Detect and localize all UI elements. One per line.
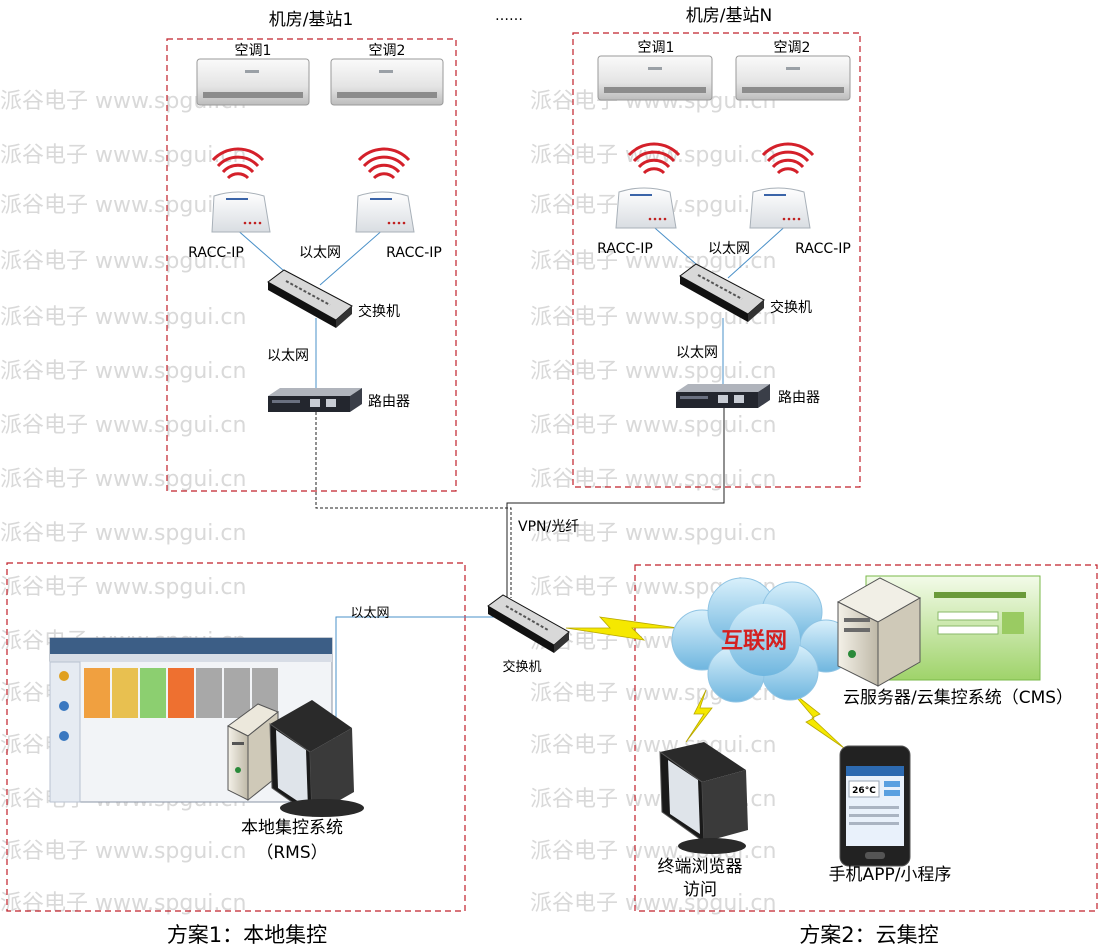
siteN-ac2-label: 空调2 xyxy=(774,40,811,56)
site1-switch-icon xyxy=(267,269,353,328)
watermark-text: 派谷电子 www.spgui.cn xyxy=(0,839,246,864)
watermark-text: 派谷电子 www.spgui.cn xyxy=(530,733,776,758)
siteN-wifi-icon-left xyxy=(627,142,681,175)
cloud-scheme-boundary xyxy=(634,564,1098,912)
mobile-phone-icon xyxy=(839,745,911,867)
watermark-text: 派谷电子 www.spgui.cn xyxy=(530,249,776,274)
internet-label: 互联网 xyxy=(721,629,787,654)
site1-ac1-unit xyxy=(196,58,310,106)
central-switch-icon xyxy=(487,594,570,653)
watermark-text: 派谷电子 www.spgui.cn xyxy=(0,143,246,168)
browser-terminal-icon xyxy=(659,742,748,854)
site1-racc-label-right: RACC-IP xyxy=(386,245,442,261)
watermark-text: 派谷电子 www.spgui.cn xyxy=(530,143,776,168)
siteN-wifi-icon-right xyxy=(761,142,815,175)
siteN-racc-device-left xyxy=(615,187,677,229)
site1-ethernet-label-top: 以太网 xyxy=(299,245,341,261)
watermark-text: 派谷电子 www.spgui.cn xyxy=(0,359,246,384)
central-ethernet-label: 以太网 xyxy=(350,606,389,621)
central-switch-label: 交换机 xyxy=(502,659,541,675)
phone-temperature-readout: 26°C xyxy=(852,786,876,796)
watermark-text: 派谷电子 www.spgui.cn xyxy=(0,305,246,330)
watermark-text: 派谷电子 www.spgui.cn xyxy=(530,359,776,384)
site1-router-label: 路由器 xyxy=(368,394,410,410)
site1-boundary xyxy=(166,38,457,492)
site1-ac1-label: 空调1 xyxy=(235,43,272,59)
watermark-text: 派谷电子 www.spgui.cn xyxy=(0,249,246,274)
cloud-server-label: 云服务器/云集控系统（CMS） xyxy=(843,688,1073,708)
site1-ac2-label: 空调2 xyxy=(369,43,406,59)
rms-label-line1: 本地集控系统 xyxy=(241,818,343,838)
local-scheme-boundary xyxy=(6,562,466,912)
vpn-links xyxy=(315,408,725,598)
internet-cloud-icon xyxy=(671,577,853,703)
siteN-ac1-label: 空调1 xyxy=(638,40,675,56)
site1-title: 机房/基站1 xyxy=(269,10,354,30)
watermark-text: 派谷电子 www.spgui.cn xyxy=(530,413,776,438)
watermark-text: 派谷电子 www.spgui.cn xyxy=(530,467,776,492)
siteN-router-label: 路由器 xyxy=(778,390,820,406)
siteN-ac1-unit xyxy=(597,55,713,101)
siteN-racc-label-left: RACC-IP xyxy=(597,241,653,257)
cloud-server-icon xyxy=(836,577,922,687)
watermark-text: 派谷电子 www.spgui.cn xyxy=(530,521,776,546)
vpn-fiber-label: VPN/光纤 xyxy=(518,519,579,535)
site1-racc-device-left xyxy=(211,191,271,233)
cloud-scheme-caption: 方案2：云集控 xyxy=(799,923,938,947)
watermark-text: 派谷电子 www.spgui.cn xyxy=(0,193,246,218)
siteN-switch-label: 交换机 xyxy=(770,299,812,316)
watermark-text: 派谷电子 www.spgui.cn xyxy=(0,521,246,546)
browser-label-line1: 终端浏览器 xyxy=(658,857,743,877)
site1-switch-label: 交换机 xyxy=(358,303,400,320)
watermark-text: 派谷电子 www.spgui.cn xyxy=(0,413,246,438)
site1-racc-label-left: RACC-IP xyxy=(188,245,244,261)
lightning-icon-internet-to-phone xyxy=(791,691,845,749)
site1-ethernet-label-mid: 以太网 xyxy=(267,348,309,364)
watermark-text: 派谷电子 www.spgui.cn xyxy=(530,891,776,916)
phone-app-label: 手机APP/小程序 xyxy=(829,865,952,885)
site1-racc-device-right xyxy=(355,191,415,233)
siteN-switch-icon xyxy=(679,263,765,322)
central-to-rms-link xyxy=(335,616,495,740)
rms-computer-icon xyxy=(227,700,364,817)
siteN-ethernet-label-top: 以太网 xyxy=(708,241,750,257)
siteN-racc-device-right xyxy=(749,187,811,229)
local-scheme-caption: 方案1：本地集控 xyxy=(167,923,327,947)
lightning-icon-internet-to-browser xyxy=(685,689,713,743)
siteN-boundary xyxy=(572,32,861,488)
watermark-text: 派谷电子 www.spgui.cn xyxy=(0,575,246,600)
browser-label-line2: 访问 xyxy=(683,880,717,900)
siteN-ethernet-label-mid: 以太网 xyxy=(676,345,718,361)
watermark-text: 派谷电子 www.spgui.cn xyxy=(0,467,246,492)
watermark-text: 派谷电子 www.spgui.cn xyxy=(0,891,246,916)
site1-ac2-unit xyxy=(330,58,444,106)
site1-router-icon xyxy=(268,388,362,412)
siteN-title: 机房/基站N xyxy=(686,6,772,26)
sites-ellipsis: …… xyxy=(495,8,523,24)
rms-label-line2: （RMS） xyxy=(256,843,327,863)
site1-wifi-icon-right xyxy=(357,147,411,180)
siteN-ac2-unit xyxy=(735,55,851,101)
site1-wifi-icon-left xyxy=(211,147,265,180)
siteN-router-icon xyxy=(676,384,770,408)
siteN-racc-label-right: RACC-IP xyxy=(795,241,851,257)
